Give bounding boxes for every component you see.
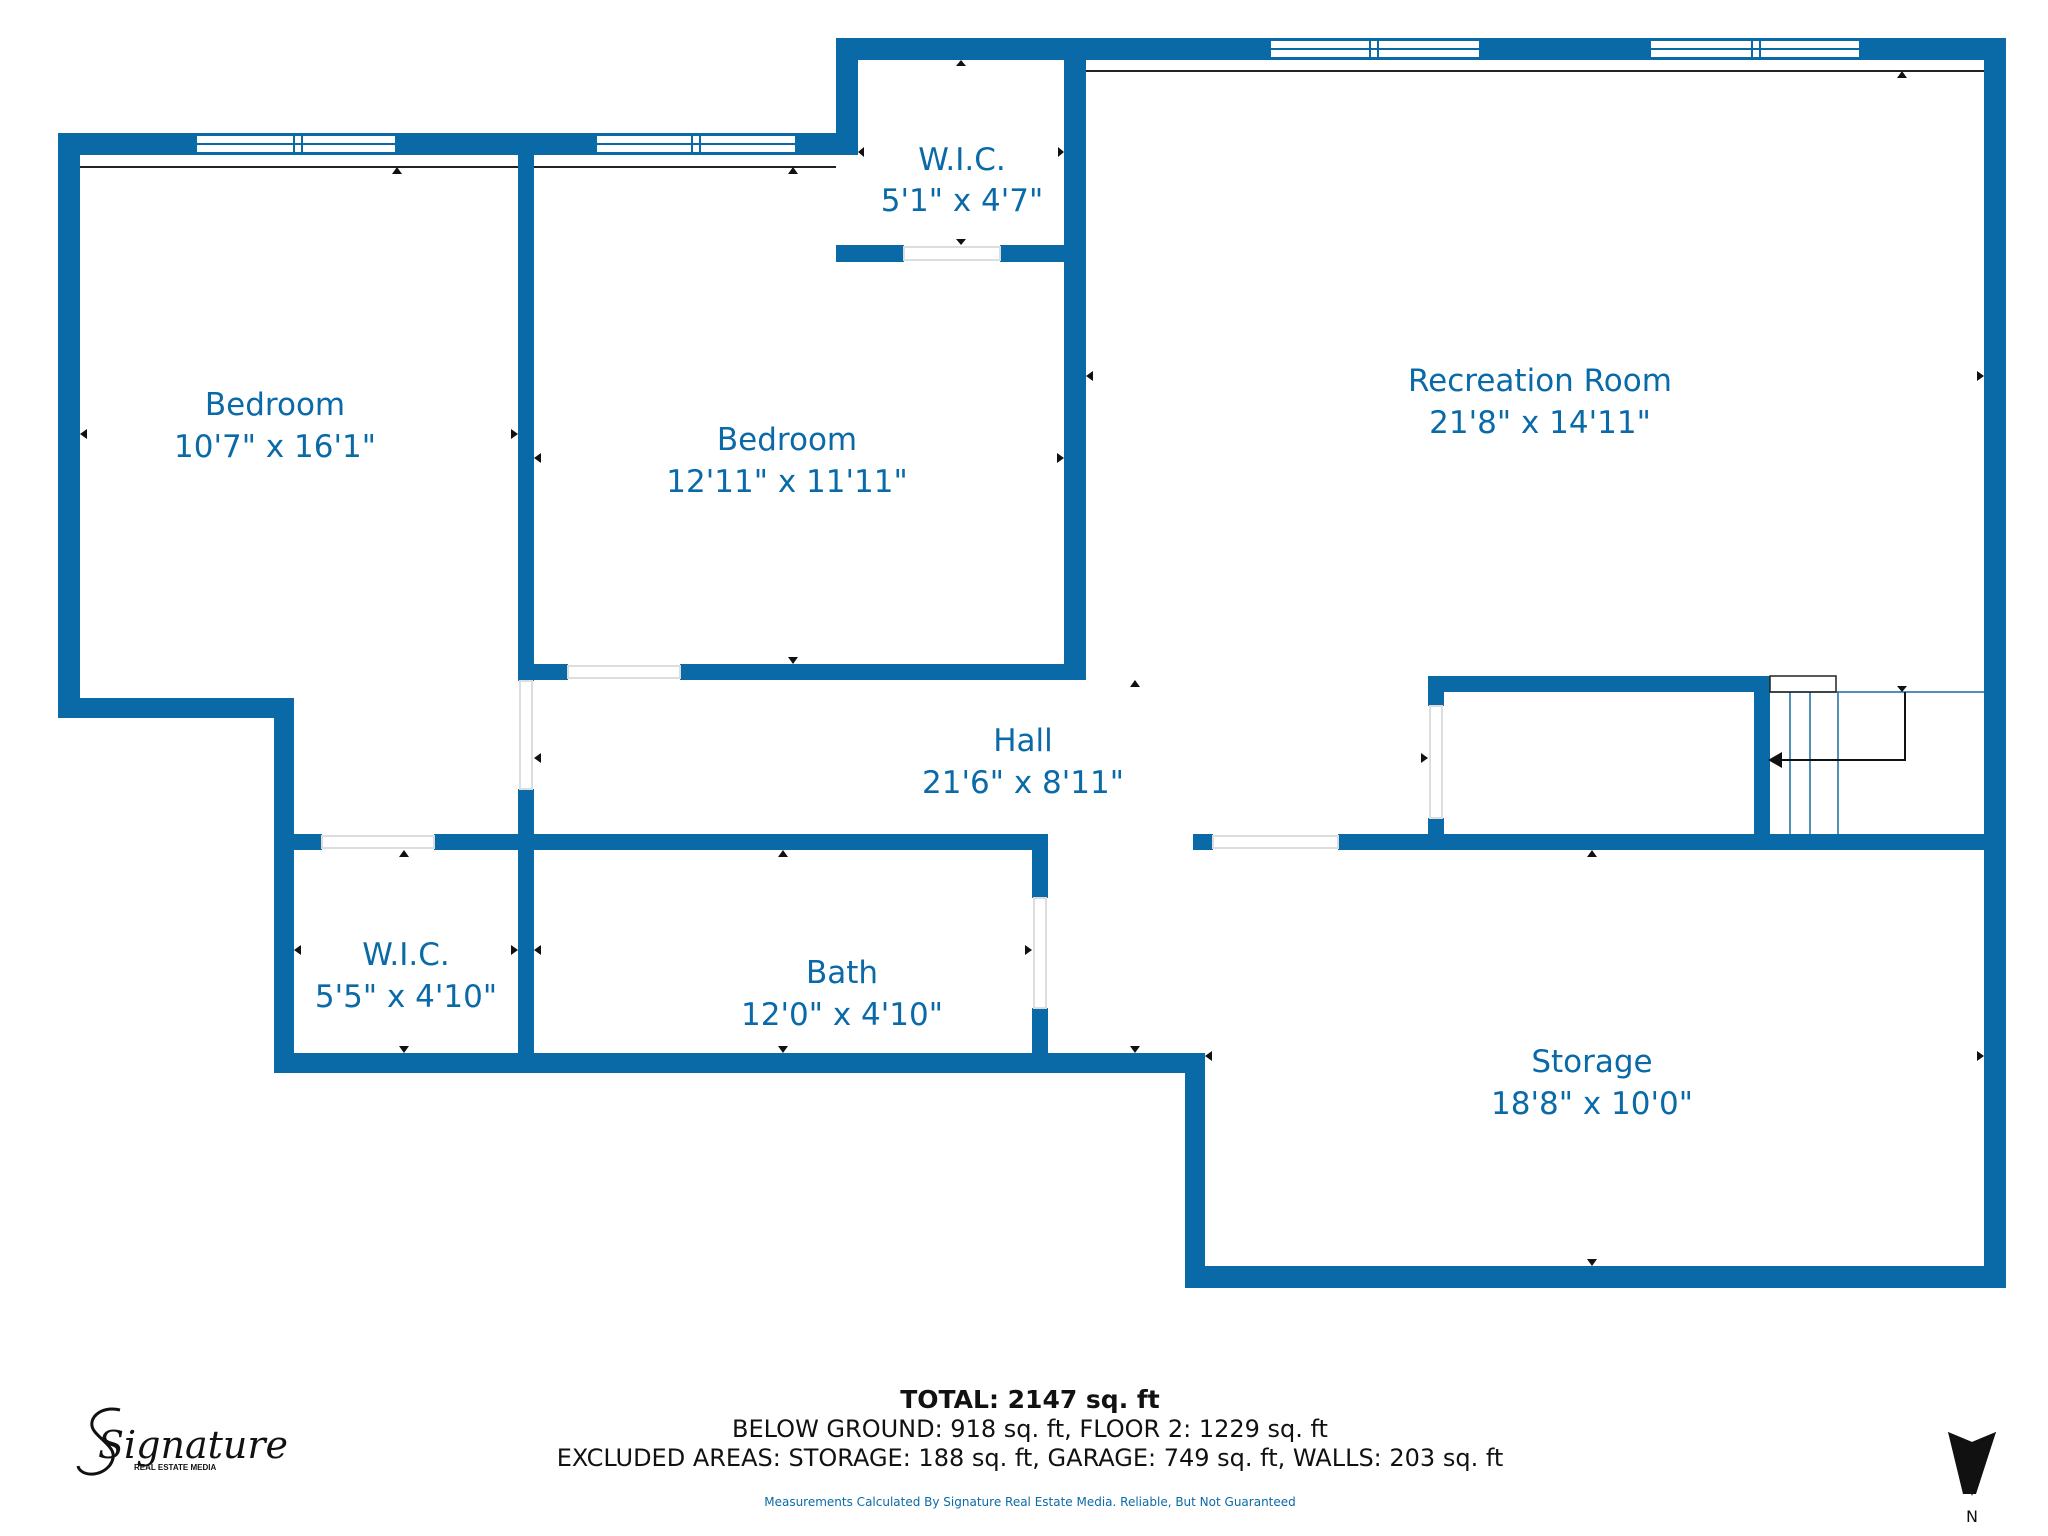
room-label-wic-bottom: W.I.C. 5'5" x 4'10" (315, 937, 497, 1015)
room-name: W.I.C. (918, 142, 1005, 178)
room-name: Bedroom (205, 387, 345, 423)
disclaimer: Measurements Calculated By Signature Rea… (764, 1495, 1296, 1509)
stairs (1769, 675, 1984, 834)
room-dimensions: 12'11" x 11'11" (666, 464, 907, 500)
room-name: Bath (806, 955, 878, 991)
area-breakdown: BELOW GROUND: 918 sq. ft, FLOOR 2: 1229 … (732, 1415, 1328, 1443)
room-label-hall: Hall 21'6" x 8'11" (922, 723, 1124, 801)
room-label-bedroom-left: Bedroom 10'7" x 16'1" (174, 387, 376, 465)
room-name: Hall (993, 723, 1053, 759)
door-openings (321, 246, 1443, 1009)
room-dimensions: 12'0" x 4'10" (741, 997, 943, 1033)
window-recreation-1 (1269, 39, 1481, 59)
room-name: Recreation Room (1408, 363, 1672, 399)
room-dimensions: 5'1" x 4'7" (881, 183, 1044, 219)
room-dimensions: 21'6" x 8'11" (922, 765, 1124, 801)
stair-arrow (1768, 692, 1906, 768)
room-dimensions: 10'7" x 16'1" (174, 429, 376, 465)
signature-logo: Signature REAL ESTATE MEDIA (76, 1407, 288, 1476)
excluded-areas: EXCLUDED AREAS: STORAGE: 188 sq. ft, GAR… (557, 1444, 1504, 1472)
window-recreation-2 (1649, 39, 1861, 59)
room-dimensions: 21'8" x 14'11" (1429, 405, 1651, 441)
logo-subtitle: REAL ESTATE MEDIA (134, 1463, 216, 1472)
room-label-bath: Bath 12'0" x 4'10" (741, 955, 943, 1033)
window-bedroom-mid (595, 134, 797, 154)
dimension-markers (80, 60, 1984, 1266)
windows (195, 39, 1861, 154)
logo-script: Signature (98, 1423, 288, 1467)
window-bedroom-left (195, 134, 397, 154)
total-area: TOTAL: 2147 sq. ft (900, 1385, 1160, 1414)
room-label-storage: Storage 18'8" x 10'0" (1491, 1044, 1693, 1122)
room-name: Bedroom (717, 422, 857, 458)
room-label-wic-top: W.I.C. 5'1" x 4'7" (881, 142, 1044, 219)
room-name: Storage (1531, 1044, 1652, 1080)
room-name: W.I.C. (362, 937, 449, 973)
north-arrow-icon (1948, 1432, 1996, 1496)
room-label-bedroom-mid: Bedroom 12'11" x 11'11" (666, 422, 907, 500)
room-dimensions: 5'5" x 4'10" (315, 979, 497, 1015)
room-label-recreation: Recreation Room 21'8" x 14'11" (1408, 363, 1672, 441)
inner-lines (80, 70, 1984, 168)
north-label: N (1966, 1507, 1978, 1526)
room-dimensions: 18'8" x 10'0" (1491, 1086, 1693, 1122)
walls (58, 38, 2006, 1288)
